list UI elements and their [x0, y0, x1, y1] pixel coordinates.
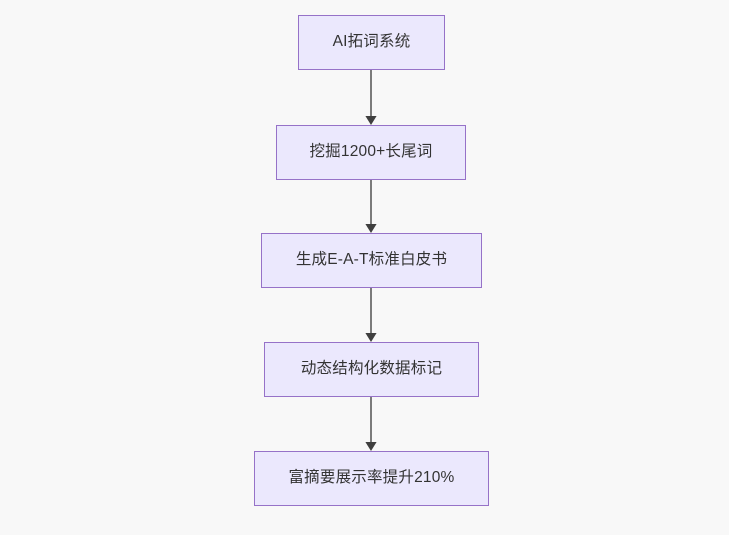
flow-node-label: 富摘要展示率提升210% [288, 469, 455, 487]
flow-node-label: 挖掘1200+长尾词 [309, 143, 433, 161]
flow-node-dynamic-structured-data[interactable]: 动态结构化数据标记 [264, 342, 479, 397]
edge-node4-to-node5 [365, 397, 377, 451]
flow-node-label: 动态结构化数据标记 [300, 360, 443, 378]
arrowhead-icon [365, 224, 377, 233]
edge-node1-to-node2 [365, 70, 377, 125]
flow-node-rich-snippet-result[interactable]: 富摘要展示率提升210% [254, 451, 489, 506]
flow-node-label: AI拓词系统 [332, 33, 411, 51]
flow-node-ai-keyword-system[interactable]: AI拓词系统 [298, 15, 445, 70]
flow-node-label: 生成E-A-T标准白皮书 [295, 251, 448, 269]
flow-node-mine-longtail-keywords[interactable]: 挖掘1200+长尾词 [276, 125, 466, 180]
arrowhead-icon [365, 116, 377, 125]
arrowhead-icon [365, 333, 377, 342]
edge-node2-to-node3 [365, 180, 377, 233]
edge-node3-to-node4 [365, 288, 377, 342]
arrowhead-icon [365, 442, 377, 451]
flow-node-generate-eat-whitepaper[interactable]: 生成E-A-T标准白皮书 [261, 233, 482, 288]
